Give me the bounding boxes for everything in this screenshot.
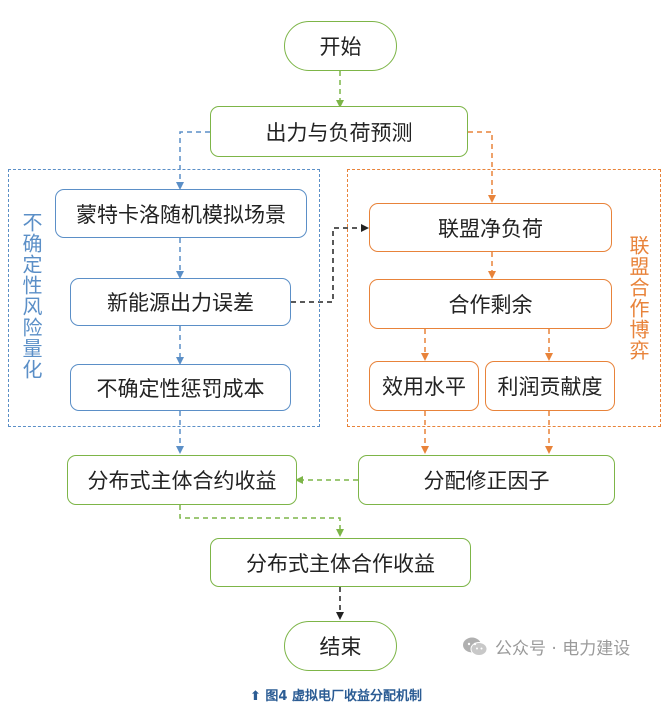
alliance-game-group-label: 联盟合作博弈 (626, 235, 650, 361)
figure-caption: ⬆ 图4 虚拟电厂收益分配机制 (0, 685, 672, 704)
correction-factor-node: 分配修正因子 (358, 455, 615, 505)
forecast-node: 出力与负荷预测 (210, 106, 468, 157)
start-node: 开始 (284, 21, 397, 71)
uncertainty-cost-node: 不确定性惩罚成本 (70, 364, 291, 411)
wechat-icon (463, 637, 488, 656)
watermark-text: 公众号 · 电力建设 (495, 639, 631, 659)
end-node: 结束 (284, 621, 397, 671)
alliance-game-group (347, 169, 661, 427)
monte-carlo-node: 蒙特卡洛随机模拟场景 (55, 189, 307, 238)
cooperative-surplus-node: 合作剩余 (369, 279, 612, 329)
arrow-contract-to-cooperative (179, 505, 344, 537)
profit-contribution-node: 利润贡献度 (485, 361, 615, 411)
watermark: 公众号 · 电力建设 (462, 634, 630, 659)
arrow-error-to-netload (291, 224, 369, 303)
alliance-net-load-node: 联盟净负荷 (369, 203, 612, 252)
uncertainty-risk-group (8, 169, 320, 427)
contract-revenue-node: 分布式主体合约收益 (67, 455, 297, 505)
uncertainty-risk-group-label: 不确定性风险量化 (19, 212, 43, 380)
renewable-error-node: 新能源出力误差 (70, 278, 291, 326)
caption-text: 图4 虚拟电厂收益分配机制 (265, 689, 422, 704)
caption-arrow-icon: ⬆ (249, 689, 261, 704)
cooperative-revenue-node: 分布式主体合作收益 (210, 538, 471, 587)
utility-level-node: 效用水平 (369, 361, 479, 411)
